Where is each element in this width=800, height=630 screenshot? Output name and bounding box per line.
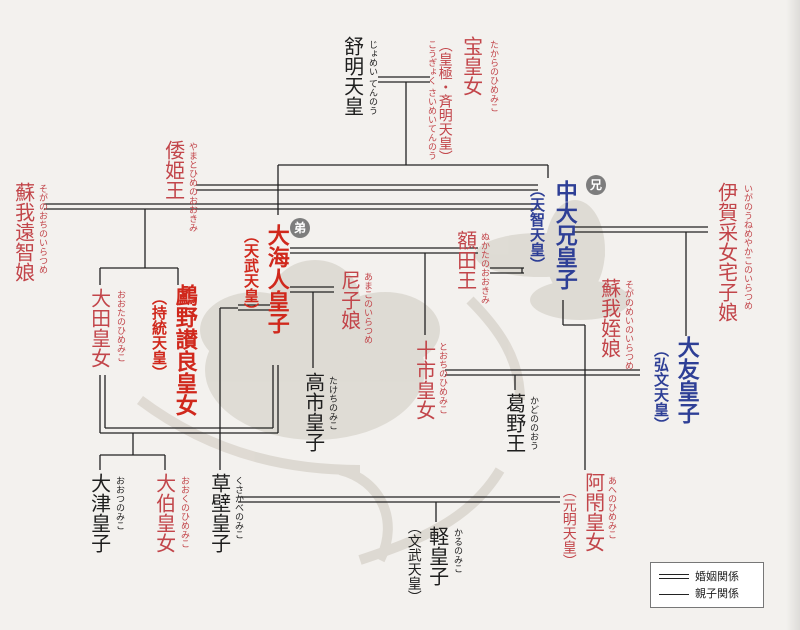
person-reign-name: （元明天皇） <box>560 484 577 568</box>
person-ruby: あへのひめみこ <box>606 476 616 539</box>
person-name: 大海人皇子 <box>263 224 290 334</box>
person-name: 葛野王 <box>502 393 527 453</box>
person-reign-name: （皇極・斉明天皇） <box>436 38 453 164</box>
person-name: 宝皇女 <box>459 36 484 96</box>
person-ruby: とおちのひめみこ <box>437 342 447 414</box>
person-ruby: たからのひめみこ <box>488 40 498 112</box>
person-name: 舒明天皇 <box>340 36 365 116</box>
person-name: 草壁皇子 <box>207 473 232 553</box>
person-name: 鸕野讃良皇女 <box>171 284 198 416</box>
person-name: 十市皇女 <box>412 340 437 420</box>
person-ruby: おおくのひめみこ <box>179 476 189 548</box>
person-name: 大友皇子 <box>673 336 700 424</box>
person-name: 額田王 <box>453 230 478 290</box>
person-name: 伊賀采女宅子娘 <box>714 182 739 322</box>
person-name: 大伯皇女 <box>152 473 177 553</box>
person-ruby: じょめい てんのう <box>367 40 377 115</box>
person-name: 軽皇子 <box>425 526 450 586</box>
legend-parent-child: 親子関係 <box>659 587 763 601</box>
person-name: 阿閇皇女 <box>581 472 606 552</box>
person-reign-name: （持統天皇） <box>150 290 168 380</box>
person-reign-name: （天智天皇） <box>528 182 546 272</box>
page-edge-shadow <box>786 0 800 630</box>
sibling-badge-ani: 兄 <box>586 175 606 195</box>
person-ruby: かどののおう <box>528 396 538 450</box>
legend-marriage: 婚姻関係 <box>659 570 763 584</box>
double-line-swatch <box>659 574 689 579</box>
person-ruby: おおつのみこ <box>114 476 124 530</box>
single-line-swatch <box>659 594 689 595</box>
legend-parent-child-label: 親子関係 <box>695 587 739 600</box>
person-ruby: やまとひめのおおきみ <box>187 142 197 232</box>
legend: 婚姻関係 親子関係 <box>650 562 764 608</box>
sibling-badge-otouto: 弟 <box>290 218 310 238</box>
person-name: 大津皇子 <box>87 473 112 553</box>
person-ruby: おおたのひめみこ <box>115 290 125 362</box>
person-ruby: いがのうねめやかこのいらつめ <box>742 184 752 310</box>
person-name: 蘇我姪娘 <box>597 278 622 358</box>
person-ruby: くさかべのみこ <box>233 476 243 539</box>
person-ruby: ぬかたのおおきみ <box>479 232 489 304</box>
person-name: 大田皇女 <box>87 288 112 368</box>
person-ruby: かるのみこ <box>452 528 462 573</box>
person-ruby: たけちのみこ <box>327 376 337 430</box>
person-name: 蘇我遠智娘 <box>11 182 36 282</box>
person-name: 高市皇子 <box>301 372 326 452</box>
person-reign-name: （文武天皇） <box>405 520 422 604</box>
person-ruby: あまこのいらつめ <box>362 272 372 344</box>
person-reign-name: （天武天皇） <box>242 228 260 318</box>
person-reign-ruby: こうぎょく さいめいてんのう <box>426 40 436 160</box>
person-name: 尼子娘 <box>337 270 362 330</box>
person-name: 倭姫王 <box>161 140 186 200</box>
legend-marriage-label: 婚姻関係 <box>695 570 739 583</box>
person-ruby: そがのめいのいらつめ <box>623 280 633 370</box>
person-name: 中大兄皇子 <box>551 180 578 290</box>
person-reign-name: （弘文天皇） <box>652 342 670 432</box>
person-ruby: そがのおちのいらつめ <box>37 184 47 274</box>
